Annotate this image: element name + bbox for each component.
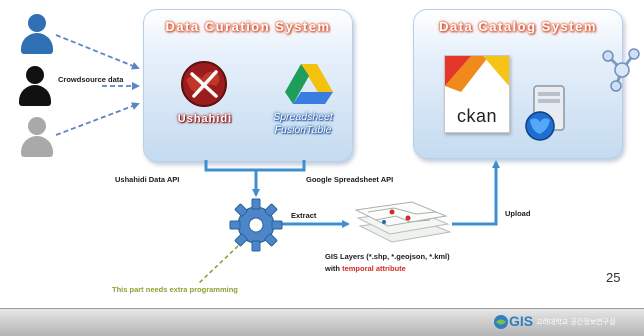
ckan-mark-icon [445, 56, 509, 92]
footer-bar: GIS 고려대학교 공간정보연구실 [0, 308, 644, 336]
gis-layers-icon [354, 201, 452, 243]
note-callout-line [197, 245, 239, 285]
gis-with-label: with [325, 264, 340, 273]
gis-logo-icon [494, 315, 508, 329]
gis-logo: GIS [493, 313, 533, 331]
upload-arrow [452, 160, 500, 226]
network-molecule-icon [602, 48, 640, 92]
user-icon-black [18, 66, 52, 108]
footer-korean-text: 고려대학교 공간정보연구실 [536, 318, 616, 326]
gis-temporal-line: with temporal attribute [325, 264, 406, 273]
server-globe-icon [525, 85, 565, 141]
ushahidi-label: Ushahidi [177, 113, 233, 125]
user-icon-blue [20, 14, 54, 56]
gis-layers-label: GIS Layers (*.shp, *.geojson, *.kml) [325, 252, 450, 261]
curation-system-title: Data Curation System [165, 19, 331, 34]
user-arrow-top [55, 34, 140, 70]
extra-programming-note: This part needs extra programming [112, 285, 238, 294]
data-curation-system-box: Data Curation System Ushahidi Spreadshee… [143, 9, 353, 162]
crowdsource-label: Crowdsource data [58, 75, 124, 84]
user-icon-gray [20, 117, 54, 159]
google-drive-icon [285, 64, 333, 104]
google-api-label: Google Spreadsheet API [306, 175, 394, 184]
gis-logo-text: GIS [509, 313, 534, 329]
ushahidi-logo-icon [181, 61, 227, 107]
api-connector [204, 160, 306, 172]
upload-label: Upload [505, 209, 531, 218]
fusiontable-label: FusionTable [274, 124, 332, 136]
extract-label: Extract [291, 211, 317, 220]
spreadsheet-label: Spreadsheet [273, 111, 333, 123]
data-catalog-system-box: Data Catalog System ckan [413, 9, 623, 159]
ckan-logo: ckan [444, 55, 510, 133]
user-arrow-bottom [55, 102, 140, 136]
ushahidi-api-label: Ushahidi Data API [115, 175, 180, 184]
temporal-attribute-label: temporal attribute [342, 264, 406, 273]
catalog-system-title: Data Catalog System [439, 19, 597, 34]
page-number: 25 [606, 270, 621, 285]
ckan-label: ckan [456, 106, 498, 126]
gear-icon [229, 198, 283, 252]
